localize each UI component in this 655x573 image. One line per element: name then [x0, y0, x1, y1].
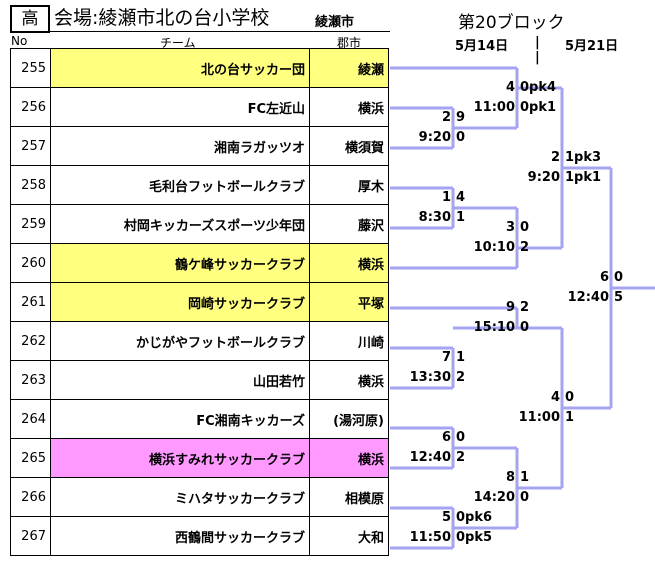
match-score-bottom: 0 — [520, 320, 530, 335]
match-number: 4 — [550, 390, 560, 405]
block-title: 第20ブロック — [458, 13, 565, 33]
level-badge: 高 — [10, 5, 50, 33]
team-name: 北の台サッカー団 — [50, 48, 310, 88]
match-time: 9:20 — [527, 170, 560, 185]
team-name: 横浜すみれサッカークラブ — [50, 438, 310, 478]
match-score-top: 2 — [520, 300, 530, 315]
match-score-bottom: 1 — [456, 210, 466, 225]
match-time: 14:20 — [473, 490, 515, 505]
match-score-top: 0 — [456, 430, 466, 445]
team-city: 綾瀬 — [309, 48, 389, 88]
match-time: 11:00 — [518, 410, 560, 425]
match-number: 8 — [505, 470, 515, 485]
match-time: 12:40 — [409, 450, 451, 465]
match-score-bottom: 2 — [456, 450, 466, 465]
team-city: 横浜 — [309, 243, 389, 283]
team-name: FC湘南キッカーズ — [50, 399, 310, 439]
venue-city: 綾瀬市 — [315, 15, 355, 30]
match-number: 4 — [505, 80, 515, 95]
match-score-top: 0pk6 — [456, 510, 493, 525]
match-number: 2 — [441, 110, 451, 125]
match-score-bottom: 0pk1 — [520, 100, 557, 115]
match-score-top: 0 — [614, 270, 624, 285]
match-number: 3 — [505, 220, 515, 235]
match-score-bottom: 1 — [565, 410, 575, 425]
date-separator-2: | — [535, 50, 540, 65]
team-no: 259 — [10, 204, 51, 244]
match-score-bottom: 2 — [520, 240, 530, 255]
team-city: (湯河原) — [309, 399, 389, 439]
team-name: 西鶴間サッカークラブ — [50, 516, 310, 556]
match-score-bottom: 1pk1 — [565, 170, 602, 185]
team-city: 横浜 — [309, 87, 389, 127]
match-number: 6 — [599, 270, 609, 285]
col-header-no: No — [11, 34, 28, 48]
match-number: 1 — [441, 190, 451, 205]
match-score-top: 1 — [456, 350, 466, 365]
date-round2: 5月21日 — [565, 39, 619, 54]
team-name: 村岡キッカーズスポーツ少年団 — [50, 204, 310, 244]
team-city: 横須賀 — [309, 126, 389, 166]
match-time: 15:10 — [473, 320, 515, 335]
match-score-bottom: 0 — [456, 130, 466, 145]
team-no: 258 — [10, 165, 51, 205]
team-name: 湘南ラガッツオ — [50, 126, 310, 166]
team-city: 厚木 — [309, 165, 389, 205]
match-time: 11:00 — [473, 100, 515, 115]
match-number: 2 — [550, 150, 560, 165]
match-time: 11:50 — [409, 530, 451, 545]
team-no: 267 — [10, 516, 51, 556]
match-score-top: 4 — [456, 190, 466, 205]
match-score-top: 1 — [520, 470, 530, 485]
col-header-team: チーム — [160, 36, 196, 50]
date-round1: 5月14日 — [455, 39, 509, 54]
header-divider — [10, 31, 390, 32]
match-number: 9 — [505, 300, 515, 315]
team-city: 大和 — [309, 516, 389, 556]
match-score-top: 9 — [456, 110, 466, 125]
match-score-bottom: 0pk5 — [456, 530, 493, 545]
match-time: 8:30 — [418, 210, 451, 225]
match-score-bottom: 0 — [520, 490, 530, 505]
match-time: 9:20 — [418, 130, 451, 145]
team-no: 256 — [10, 87, 51, 127]
team-no: 264 — [10, 399, 51, 439]
match-number: 6 — [441, 430, 451, 445]
venue-title: 会場:綾瀬市北の台小学校 — [54, 7, 270, 29]
match-score-top: 0 — [520, 220, 530, 235]
team-city: 相模原 — [309, 477, 389, 517]
team-city: 平塚 — [309, 282, 389, 322]
match-score-top: 0pk4 — [520, 80, 557, 95]
date-separator: | — [535, 35, 540, 50]
match-score-bottom: 5 — [614, 290, 624, 305]
team-no: 260 — [10, 243, 51, 283]
col-header-city: 郡市 — [337, 36, 362, 50]
match-score-top: 0 — [565, 390, 575, 405]
match-time: 10:10 — [473, 240, 515, 255]
match-time: 12:40 — [567, 290, 609, 305]
team-no: 266 — [10, 477, 51, 517]
match-score-top: 1pk3 — [565, 150, 602, 165]
match-number: 7 — [441, 350, 451, 365]
match-score-bottom: 2 — [456, 370, 466, 385]
team-no: 265 — [10, 438, 51, 478]
match-number: 5 — [441, 510, 451, 525]
match-time: 13:30 — [409, 370, 451, 385]
